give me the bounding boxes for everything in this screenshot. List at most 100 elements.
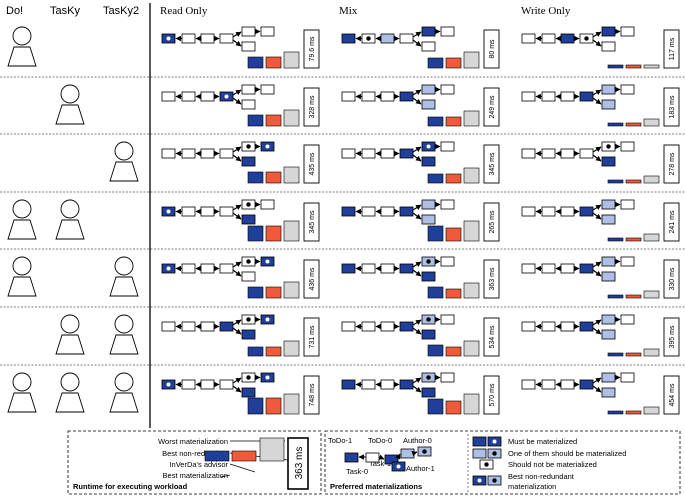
- bar-nonredundant: [445, 116, 462, 127]
- runtime-box: [303, 144, 320, 184]
- node-b: [361, 263, 376, 274]
- runtime-value: 748 ms: [309, 383, 316, 406]
- runtime-box: [483, 87, 500, 127]
- node-d: [399, 33, 414, 44]
- runtime-value: 534 ms: [489, 325, 496, 348]
- node-c: [200, 148, 215, 159]
- node-f-dot: [265, 144, 270, 149]
- runtime-value: 436 ms: [309, 267, 316, 290]
- node-f-dot: [265, 259, 270, 264]
- panel-read-only: 436 ms: [161, 256, 320, 299]
- node-c: [560, 263, 575, 274]
- edge-d-e: [232, 89, 242, 96]
- bar-worst: [607, 294, 624, 299]
- bar-nonredundant: [265, 397, 282, 415]
- node-a: [521, 33, 536, 44]
- legend-materialization: ToDo-1 ToDo-0 Author-0 Task-0 Task-1 Aut…: [324, 430, 681, 495]
- bar-worst: [607, 237, 624, 242]
- edge-d-g: [232, 97, 242, 105]
- node-c: [560, 148, 575, 159]
- panel-read-only: 748 ms: [161, 372, 320, 415]
- bar-advisor: [643, 64, 660, 69]
- edge-d-g: [412, 154, 422, 162]
- panel-mix: 534 ms: [341, 314, 500, 357]
- node-d: [579, 206, 594, 217]
- bar-worst: [607, 352, 624, 357]
- runtime-value: 117 ms: [669, 37, 676, 60]
- panel-write-only: 241 ms: [521, 199, 680, 242]
- user-tasky-icon-head: [60, 314, 80, 334]
- panel-mix: 249 ms: [341, 84, 500, 127]
- node-d: [219, 206, 234, 217]
- runtime-value: 570 ms: [489, 383, 496, 406]
- node-g: [241, 156, 256, 167]
- node-f: [620, 372, 635, 383]
- node-e-dot: [246, 375, 251, 380]
- edge-d-e: [412, 31, 422, 38]
- bar-worst: [427, 225, 444, 242]
- node-b: [181, 33, 196, 44]
- bar-nonredundant: [265, 171, 282, 184]
- node-b: [181, 379, 196, 390]
- edge-d-g: [592, 269, 602, 277]
- edge-d-g: [232, 327, 242, 335]
- node-c: [200, 321, 215, 332]
- user-tasky-icon-body: [55, 334, 85, 355]
- node-f: [620, 199, 635, 210]
- node-g: [421, 99, 436, 110]
- bar-nonredundant: [625, 352, 642, 357]
- bar-nonredundant: [625, 179, 642, 184]
- runtime-box: [483, 29, 500, 69]
- panel-write-only: 395 ms: [521, 314, 680, 357]
- runtime-value: 79.6 ms: [309, 36, 316, 61]
- node-d: [219, 321, 234, 332]
- user-tasky2-icon-body: [109, 276, 139, 297]
- legend-runtime-title: Runtime for executing workload: [73, 482, 188, 491]
- bar-nonredundant: [445, 57, 462, 69]
- edge-d-g: [592, 212, 602, 220]
- legend-runtime: Worst materialization Best non-redundant…: [67, 430, 322, 495]
- runtime-box: [663, 202, 680, 242]
- panel-mix: 570 ms: [341, 372, 500, 415]
- node-a: [161, 321, 176, 332]
- node-a: [521, 148, 536, 159]
- node-c: [200, 91, 215, 102]
- node-d: [579, 263, 594, 274]
- bar-worst: [427, 173, 444, 184]
- runtime-value: 265 ms: [489, 210, 496, 233]
- bar-worst: [247, 346, 264, 357]
- runtime-value: 241 ms: [669, 210, 676, 233]
- legend-must-label: Must be materialized: [508, 437, 577, 446]
- runtime-box: [483, 317, 500, 357]
- bar-worst: [247, 397, 264, 415]
- node-f: [440, 84, 455, 95]
- edge-d-e: [592, 31, 602, 38]
- header-mix: Mix: [339, 5, 358, 17]
- node-b: [541, 321, 556, 332]
- edge-d-g: [232, 39, 242, 47]
- bar-advisor: [643, 348, 660, 357]
- runtime-value: 80 ms: [489, 39, 496, 59]
- user-tasky-icon-head: [60, 84, 80, 104]
- edge-d-g: [592, 39, 602, 47]
- user-tasky-icon-head: [60, 199, 80, 219]
- user-tasky2-icon-head: [114, 256, 134, 276]
- panel-read-only: 345 ms: [161, 199, 320, 242]
- node-f: [260, 26, 275, 37]
- edge-d-e: [232, 319, 242, 326]
- node-g: [421, 41, 436, 52]
- bar-advisor: [643, 118, 660, 127]
- legend-bar-nonredundant: [231, 450, 257, 462]
- bar-advisor: [643, 290, 660, 299]
- bar-advisor: [463, 340, 480, 357]
- user-tasky-icon-body: [55, 219, 85, 240]
- node-e-dot: [426, 259, 431, 264]
- edge-d-e: [592, 146, 602, 153]
- runtime-value: 328 ms: [309, 95, 316, 118]
- legend-nonred-label-1: Best non-redundant: [508, 472, 575, 481]
- bar-nonredundant: [265, 225, 282, 242]
- swatch-not-dot: [484, 462, 489, 467]
- node-e-dot: [246, 259, 251, 264]
